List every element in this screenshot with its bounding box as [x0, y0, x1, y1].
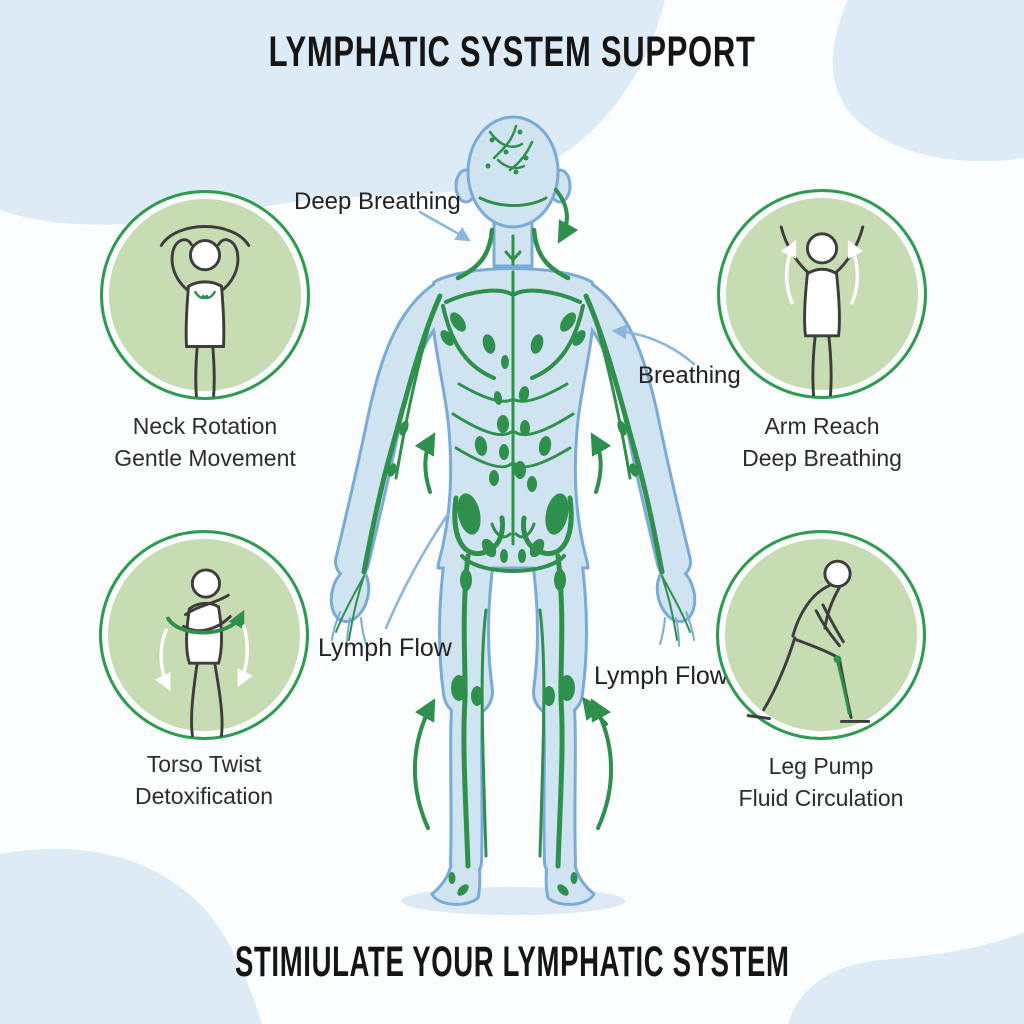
- callout-deep-breathing: Deep Breathing: [294, 188, 461, 215]
- label-line-1: Leg Pump: [768, 753, 874, 779]
- leader-lymph-flow-left: [384, 512, 450, 630]
- leader-deep-breathing: [418, 210, 471, 242]
- label-line-1: Arm Reach: [764, 413, 880, 439]
- flow-arrow-head-right: [554, 188, 579, 244]
- figure-leg-massage-icon: [746, 559, 871, 723]
- callout-lymph-flow-left: Lymph Flow: [318, 634, 452, 662]
- label-line-2: Gentle Movement: [114, 445, 296, 471]
- corner-blob-top-right: [832, 0, 1024, 162]
- callout-lymph-flow-right: Lymph Flow: [594, 662, 728, 690]
- lymph-nodes: [387, 129, 639, 896]
- exercise-circle-leg-pump: [716, 530, 926, 740]
- main-title-text: LYMPHATIC SYSTEM SUPPORT: [268, 28, 756, 76]
- flow-arrow-lymph-right: [582, 696, 608, 726]
- exercise-circle-arm-reach: [717, 189, 927, 399]
- exercise-label-arm-reach: Arm Reach Deep Breathing: [672, 410, 972, 474]
- label-line-2: Deep Breathing: [742, 445, 902, 471]
- figure-arms-raised-icon: [779, 225, 865, 396]
- flow-arrows: [413, 188, 613, 830]
- leader-breathing: [611, 324, 696, 366]
- figure-twisting-icon: [155, 568, 253, 737]
- label-line-2: Fluid Circulation: [738, 785, 904, 811]
- lymph-vessels: [335, 124, 691, 869]
- flow-arrow-waist-left: [414, 432, 436, 494]
- exercise-circle-torso-twist: [99, 530, 309, 740]
- label-line-1: Neck Rotation: [132, 413, 278, 439]
- flow-arrow-leg-left: [413, 698, 436, 830]
- footer-title: STIMIULATE YOUR LYMPHATIC SYSTEM: [0, 938, 1024, 987]
- callout-breathing: Breathing: [638, 362, 741, 389]
- footer-title-text: STIMIULATE YOUR LYMPHATIC SYSTEM: [234, 938, 790, 986]
- exercise-label-neck-rotation: Neck Rotation Gentle Movement: [55, 410, 355, 474]
- label-line-2: Detoxification: [134, 783, 274, 809]
- exercise-label-leg-pump: Leg Pump Fluid Circulation: [671, 750, 971, 814]
- corner-blob-bottom-left: [0, 848, 262, 1024]
- callout-leaders: [384, 210, 696, 630]
- label-line-1: Torso Twist: [146, 751, 262, 777]
- exercise-circle-neck-rotation: [100, 190, 310, 400]
- figure-hands-on-head-icon: [159, 225, 251, 397]
- main-title: LYMPHATIC SYSTEM SUPPORT: [0, 28, 1024, 77]
- flow-arrow-waist-right: [590, 432, 612, 494]
- corner-blob-bottom-right: [788, 932, 1024, 1024]
- exercise-label-torso-twist: Torso Twist Detoxification: [54, 748, 354, 812]
